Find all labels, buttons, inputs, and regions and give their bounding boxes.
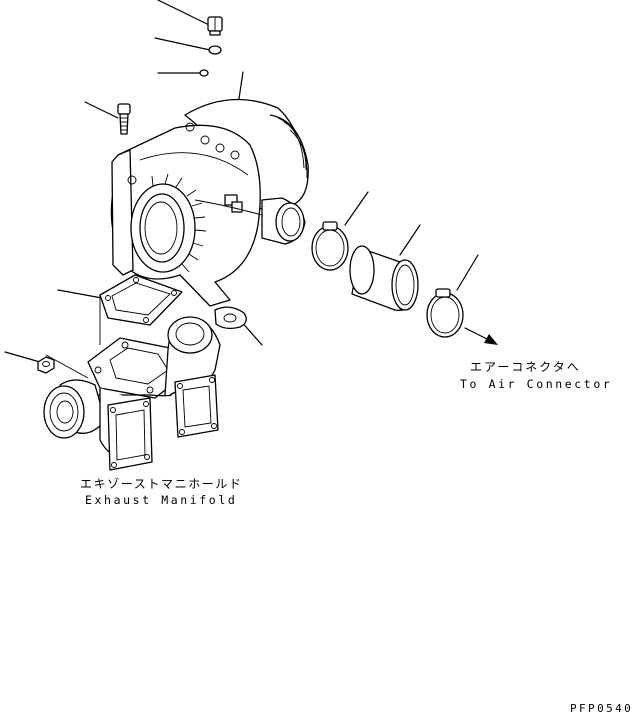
mounting-bolt [117,103,131,135]
exhaust-manifold-label-jp: エキゾーストマニホールド [80,477,243,491]
o-ring-small [199,69,209,77]
arrow-to-air-connector [464,327,498,345]
air-hose [349,245,419,311]
air-connector-label-jp: エアーコネクタへ [470,360,581,374]
nut [37,356,55,374]
gasket [99,274,183,326]
air-connector-label-en: To Air Connector [460,377,612,391]
washer-top [208,45,222,55]
drawing-code: PFP0540 [570,702,633,715]
turbocharger [110,98,309,307]
exhaust-manifold-label-en: Exhaust Manifold [85,493,237,507]
flange-gasket [214,306,247,330]
hose-clamp-left [311,221,349,271]
hose-clamp-right [426,288,464,338]
bolt-top [207,16,223,36]
exhaust-manifold [43,316,221,471]
